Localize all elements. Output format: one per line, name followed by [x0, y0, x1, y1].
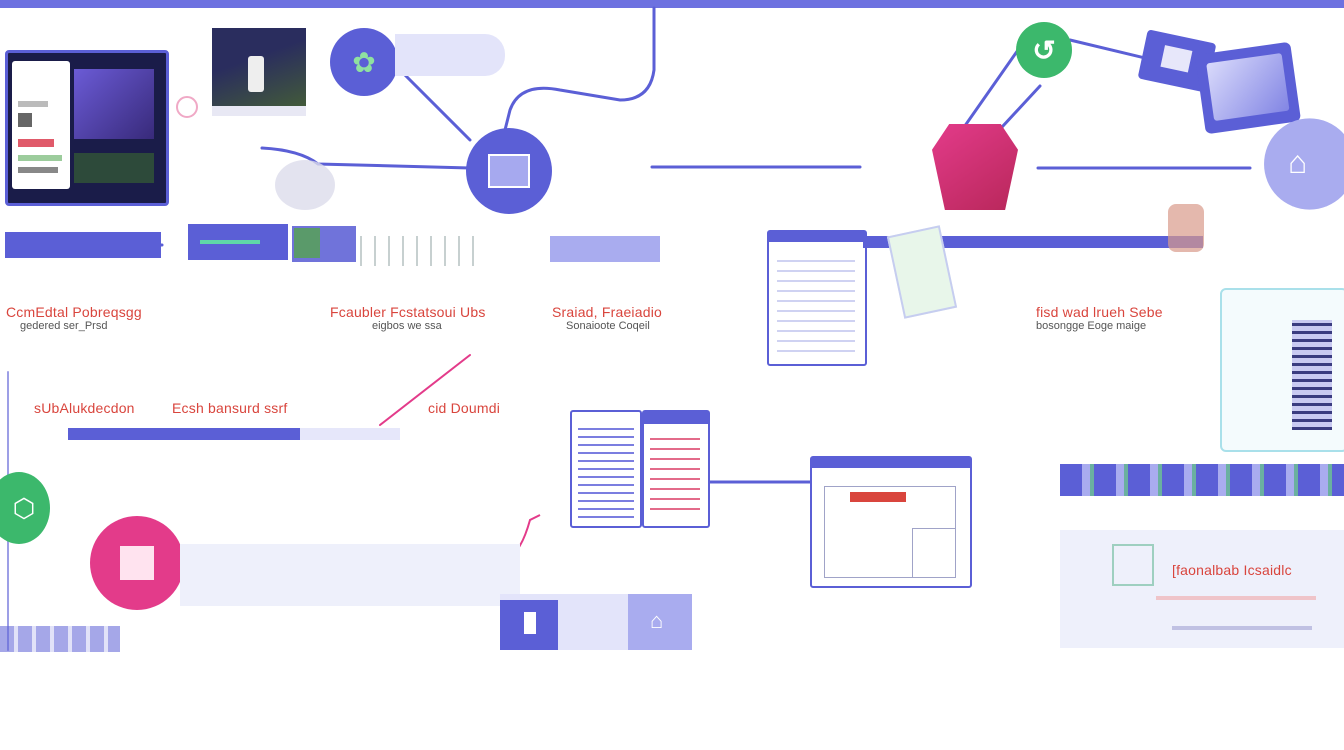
label-sub: gedered ser_Prsd [20, 320, 108, 332]
document-hub-node[interactable] [466, 128, 552, 214]
laptop-mockup [5, 50, 169, 206]
row2-label: Ecsh bansurd ssrf [172, 400, 288, 416]
label-title: Sraiad, Fraeiadio [552, 304, 663, 320]
grey-blob [275, 160, 335, 210]
label-sub: eigbos we ssa [372, 320, 442, 332]
leaf-node[interactable]: ✿ [330, 28, 398, 96]
home-node[interactable]: ⌂ [1264, 118, 1344, 210]
bottom-left-block [0, 626, 120, 652]
small-figure [1168, 204, 1204, 252]
photo-tile [212, 28, 306, 116]
bottom-toolbar: ⌂ [500, 594, 692, 650]
color-strip [1060, 464, 1344, 496]
strip-dots [360, 236, 480, 266]
bottom-left-green-node[interactable]: ⬡ [0, 472, 50, 544]
preview-image [74, 69, 154, 139]
top-accent-bar [0, 0, 1344, 8]
strip-4 [550, 236, 660, 262]
refresh-icon: ⬡ [12, 492, 36, 523]
leaf-node-tab [395, 34, 505, 76]
label-title: Fcaubler Fcstatsoui Ubs [330, 304, 486, 320]
box-icon [1160, 45, 1193, 73]
strip-2 [188, 224, 288, 260]
label-sub: Sonaioote Coqeil [566, 320, 650, 332]
strip-3 [292, 226, 356, 262]
toolbar-button[interactable]: ⌂ [628, 594, 692, 650]
server-stack [1220, 288, 1344, 452]
progress-rail [68, 428, 400, 440]
box-icon [120, 546, 154, 580]
label-title: fisd wad lrueh Sebe [1036, 304, 1163, 320]
refresh-icon: ↺ [1032, 34, 1056, 66]
label-group-2: Fcaubler Fcstatsoui Ubs eigbos we ssa [330, 304, 486, 332]
doc-window-rail [863, 236, 1203, 248]
small-pink-dot [176, 96, 198, 118]
info-card: [faonalbab Icsaidlc [1060, 530, 1344, 648]
spreadsheet-window [570, 410, 642, 528]
app-panel [12, 61, 70, 189]
row2-label: sUbAlukdecdon [34, 400, 135, 416]
shirt-node[interactable] [932, 124, 1018, 210]
leaf-icon: ✿ [352, 46, 376, 78]
bottom-panel [180, 544, 520, 606]
home-icon: ⌂ [1288, 144, 1308, 180]
label-group-3: Sraiad, Fraeiadio Sonaioote Coqeil [552, 304, 662, 332]
phone-icon [524, 612, 536, 634]
document-icon [488, 154, 530, 188]
tablet-tile [1194, 41, 1302, 135]
pink-node[interactable] [90, 516, 184, 610]
label-sub: bosongge Eoge maige [1036, 320, 1147, 332]
refresh-node[interactable]: ↺ [1016, 22, 1072, 78]
doc-window [767, 230, 867, 366]
label-group-4: fisd wad lrueh Sebe bosongge Eoge maige [1036, 304, 1163, 332]
spreadsheet-window-2 [642, 410, 710, 528]
home-icon: ⌂ [650, 608, 664, 633]
card-icon [1112, 544, 1154, 586]
card-title: [faonalbab Icsaidlc [1172, 562, 1292, 578]
strip-1 [5, 232, 161, 258]
row2-label: cid Doumdi [428, 400, 501, 416]
label-group-1: CcmEdtal Pobreqsgg gedered ser_Prsd [6, 304, 142, 332]
label-title: CcmEdtal Pobreqsgg [6, 304, 142, 320]
blueprint-window [810, 456, 972, 588]
toolbar-button[interactable] [500, 600, 558, 650]
